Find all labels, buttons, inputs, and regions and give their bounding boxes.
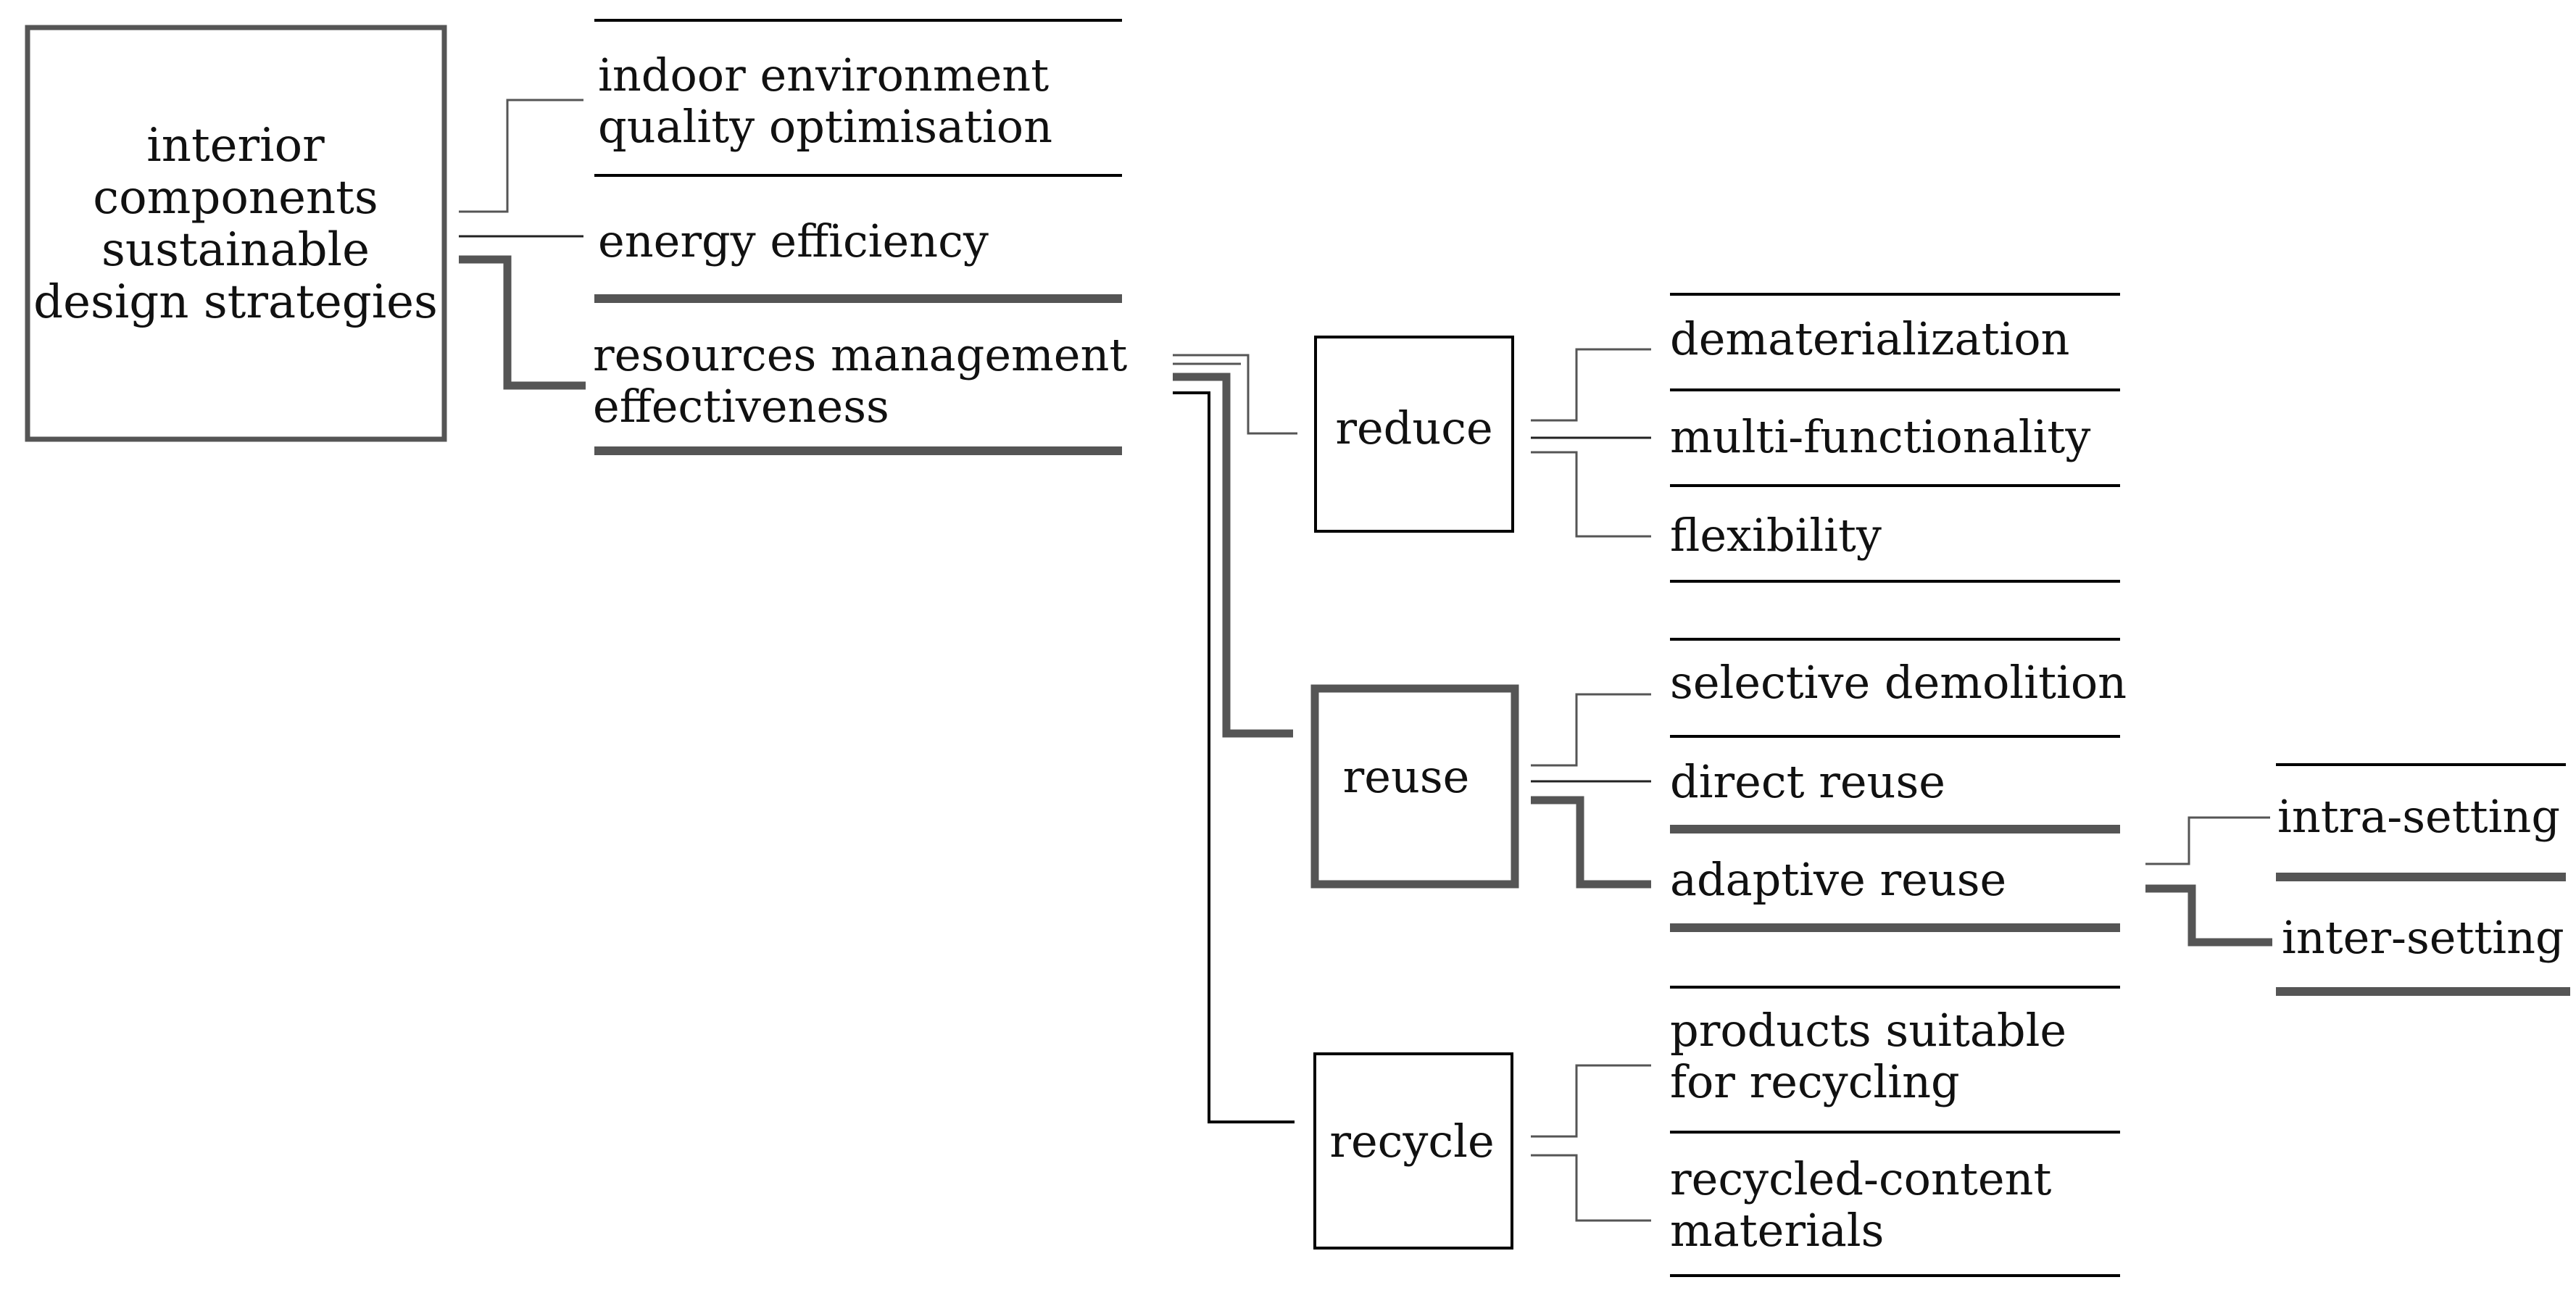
item-multi-functionality: multi-functionality (1670, 410, 2090, 463)
connector-resources-reduce (1173, 354, 1297, 435)
item-products-suitable-line-1: products suitable (1670, 1004, 2066, 1057)
recycle-items: products suitable for recycling recycled… (1670, 986, 2120, 1277)
connector-adaptive-inter (2145, 884, 2272, 947)
reuse-connectors (1531, 693, 1651, 889)
connector-reuse-selective-demolition (1531, 693, 1651, 767)
reduce-items: dematerialization multi-functionality fl… (1670, 293, 2120, 583)
connector-resources-recycle (1173, 391, 1295, 1123)
connector-reduce-flexibility (1531, 451, 1651, 538)
connector-root-resources (459, 255, 586, 390)
root-label-line-1: interior (146, 119, 325, 172)
reduce-label: reduce (1335, 402, 1492, 454)
reduce-box (1314, 336, 1514, 533)
adaptive-connectors (2145, 816, 2272, 947)
strategy-energy-label: energy efficiency (598, 215, 989, 267)
item-direct-reuse: direct reuse (1670, 755, 1945, 808)
strategy-ieq: indoor environment quality optimisation (594, 19, 1122, 177)
connector-reuse-adaptive-reuse (1531, 796, 1651, 889)
item-adaptive-reuse: adaptive reuse (1670, 853, 2006, 906)
connector-adaptive-intra (2145, 816, 2270, 865)
item-products-suitable-line-2: for recycling (1670, 1055, 1960, 1108)
connector-resources-reuse (1173, 373, 1293, 738)
item-inter-setting: inter-setting (2282, 911, 2564, 964)
action-recycle: recycle (1313, 1052, 1513, 1250)
item-recycled-content-line-2: materials (1670, 1204, 1884, 1257)
action-reuse: reuse (1310, 684, 1519, 889)
root-box (25, 25, 447, 442)
connector-recycle-products (1531, 1064, 1651, 1138)
strategy-resources-line-1: resources management (593, 328, 1127, 381)
reuse-items: selective demolition direct reuse adapti… (1670, 638, 2127, 932)
connector-reduce-dematerialization (1531, 348, 1651, 422)
recycle-connectors (1531, 1064, 1651, 1222)
recycle-label: recycle (1329, 1115, 1494, 1168)
root-node: interior components sustainable design s… (25, 25, 447, 442)
strategy-ieq-line-1: indoor environment (598, 49, 1049, 101)
reuse-box (1310, 684, 1519, 889)
root-connectors (459, 99, 586, 390)
action-reduce: reduce (1314, 336, 1514, 533)
strategy-resources: resources management effectiveness (593, 328, 1127, 455)
root-label-line-2: components (93, 171, 378, 225)
recycle-box (1313, 1052, 1513, 1250)
item-dematerialization: dematerialization (1670, 312, 2069, 365)
resources-connectors (1173, 354, 1297, 1123)
root-label-line-3: sustainable (101, 223, 370, 277)
connector-root-ieq (459, 99, 583, 213)
strategy-energy: energy efficiency (594, 215, 1122, 303)
item-selective-demolition: selective demolition (1670, 656, 2127, 709)
item-intra-setting: intra-setting (2277, 790, 2560, 843)
connector-recycle-materials (1531, 1154, 1651, 1222)
item-flexibility: flexibility (1670, 509, 1882, 562)
reuse-label: reuse (1343, 750, 1470, 803)
item-recycled-content-line-1: recycled-content (1670, 1152, 2051, 1205)
adaptive-items: intra-setting inter-setting (2276, 763, 2570, 996)
reduce-connectors (1531, 348, 1651, 538)
root-label-line-4: design strategies (33, 275, 438, 329)
strategy-ieq-line-2: quality optimisation (598, 100, 1052, 153)
strategy-resources-line-2: effectiveness (593, 380, 889, 433)
